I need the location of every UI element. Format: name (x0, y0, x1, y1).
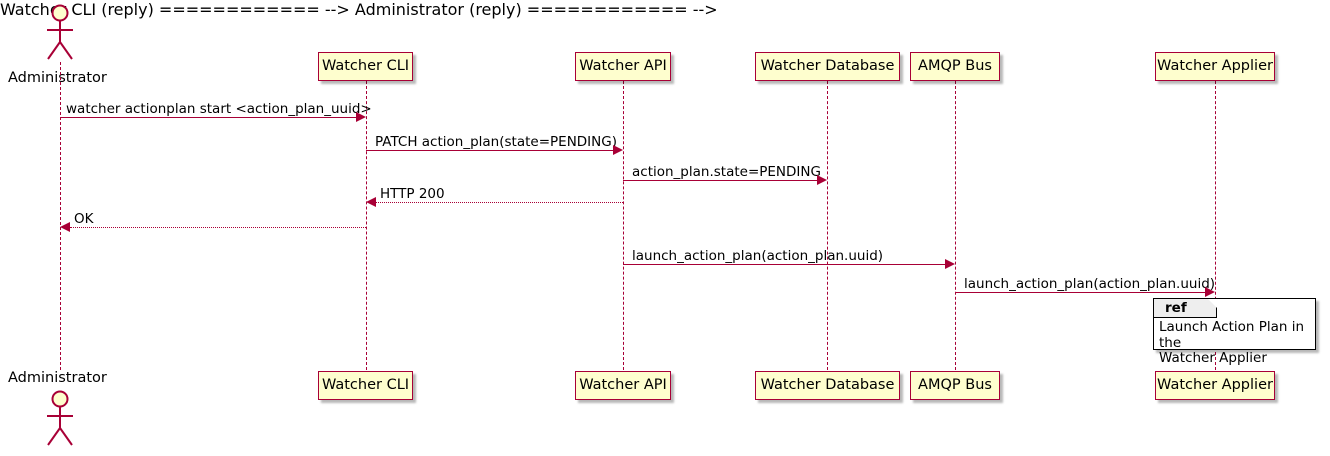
participant-watcher-database-top[interactable]: Watcher Database (755, 52, 900, 81)
lifeline-watcher-applier (1215, 81, 1216, 370)
message-arrowhead-launch-action-plan-api-amqp (945, 259, 955, 269)
lifeline-amqp-bus (955, 81, 956, 370)
participant-amqp-bus-bottom[interactable]: AMQP Bus (910, 371, 1000, 400)
ref-fragment-text: Launch Action Plan in the Watcher Applie… (1159, 319, 1305, 366)
message-line-launch-action-plan-api-amqp (623, 264, 945, 265)
message-label-action-plan-state-pending: action_plan.state=PENDING (632, 164, 821, 180)
ref-fragment-tab-label: ref (1154, 299, 1217, 318)
participant-watcher-applier-bottom[interactable]: Watcher Applier (1155, 371, 1275, 400)
message-line-ok (70, 227, 366, 228)
message-line-watcher-actionplan-start (60, 117, 356, 118)
lifeline-administrator (60, 62, 61, 370)
message-arrowhead-ok (60, 222, 70, 232)
message-label-ok: OK (74, 211, 94, 227)
actor-label-administrator-bottom: Administrator (8, 370, 107, 386)
message-arrowhead-action-plan-state-pending (817, 175, 827, 185)
participant-watcher-api-top[interactable]: Watcher API (575, 52, 671, 81)
participant-amqp-bus-top[interactable]: AMQP Bus (910, 52, 1000, 81)
ref-fragment: ref Launch Action Plan in the Watcher Ap… (1153, 298, 1316, 366)
message-arrowhead-watcher-actionplan-start (356, 112, 366, 122)
message-label-launch-action-plan-api-amqp: launch_action_plan(action_plan.uuid) (632, 248, 884, 264)
actor-administrator-top (40, 4, 82, 60)
message-label-launch-action-plan-amqp-applier: launch_action_plan(action_plan.uuid) (964, 276, 1216, 292)
message-arrowhead-patch-action-plan (613, 145, 623, 155)
message-arrowhead-http-200 (366, 197, 376, 207)
participant-watcher-cli-bottom[interactable]: Watcher CLI (318, 371, 413, 400)
actor-administrator-bottom (40, 390, 82, 452)
message-arrowhead-launch-action-plan-amqp-applier (1205, 287, 1215, 297)
lifeline-watcher-database (827, 81, 828, 370)
message-line-http-200 (376, 202, 623, 203)
participant-watcher-cli-top[interactable]: Watcher CLI (318, 52, 413, 81)
message-line-launch-action-plan-amqp-applier (955, 292, 1205, 293)
message-line-action-plan-state-pending (623, 180, 817, 181)
participant-watcher-applier-top[interactable]: Watcher Applier (1155, 52, 1275, 81)
message-label-http-200: HTTP 200 (380, 186, 445, 202)
participant-watcher-api-bottom[interactable]: Watcher API (575, 371, 671, 400)
message-label-patch-action-plan: PATCH action_plan(state=PENDING) (375, 134, 617, 150)
message-label-watcher-actionplan-start: watcher actionplan start <action_plan_uu… (66, 101, 372, 117)
participant-watcher-database-bottom[interactable]: Watcher Database (755, 371, 900, 400)
actor-label-administrator-top: Administrator (8, 70, 107, 86)
lifeline-watcher-api (623, 81, 624, 370)
message-line-patch-action-plan (366, 150, 613, 151)
lifeline-watcher-cli (366, 81, 367, 370)
